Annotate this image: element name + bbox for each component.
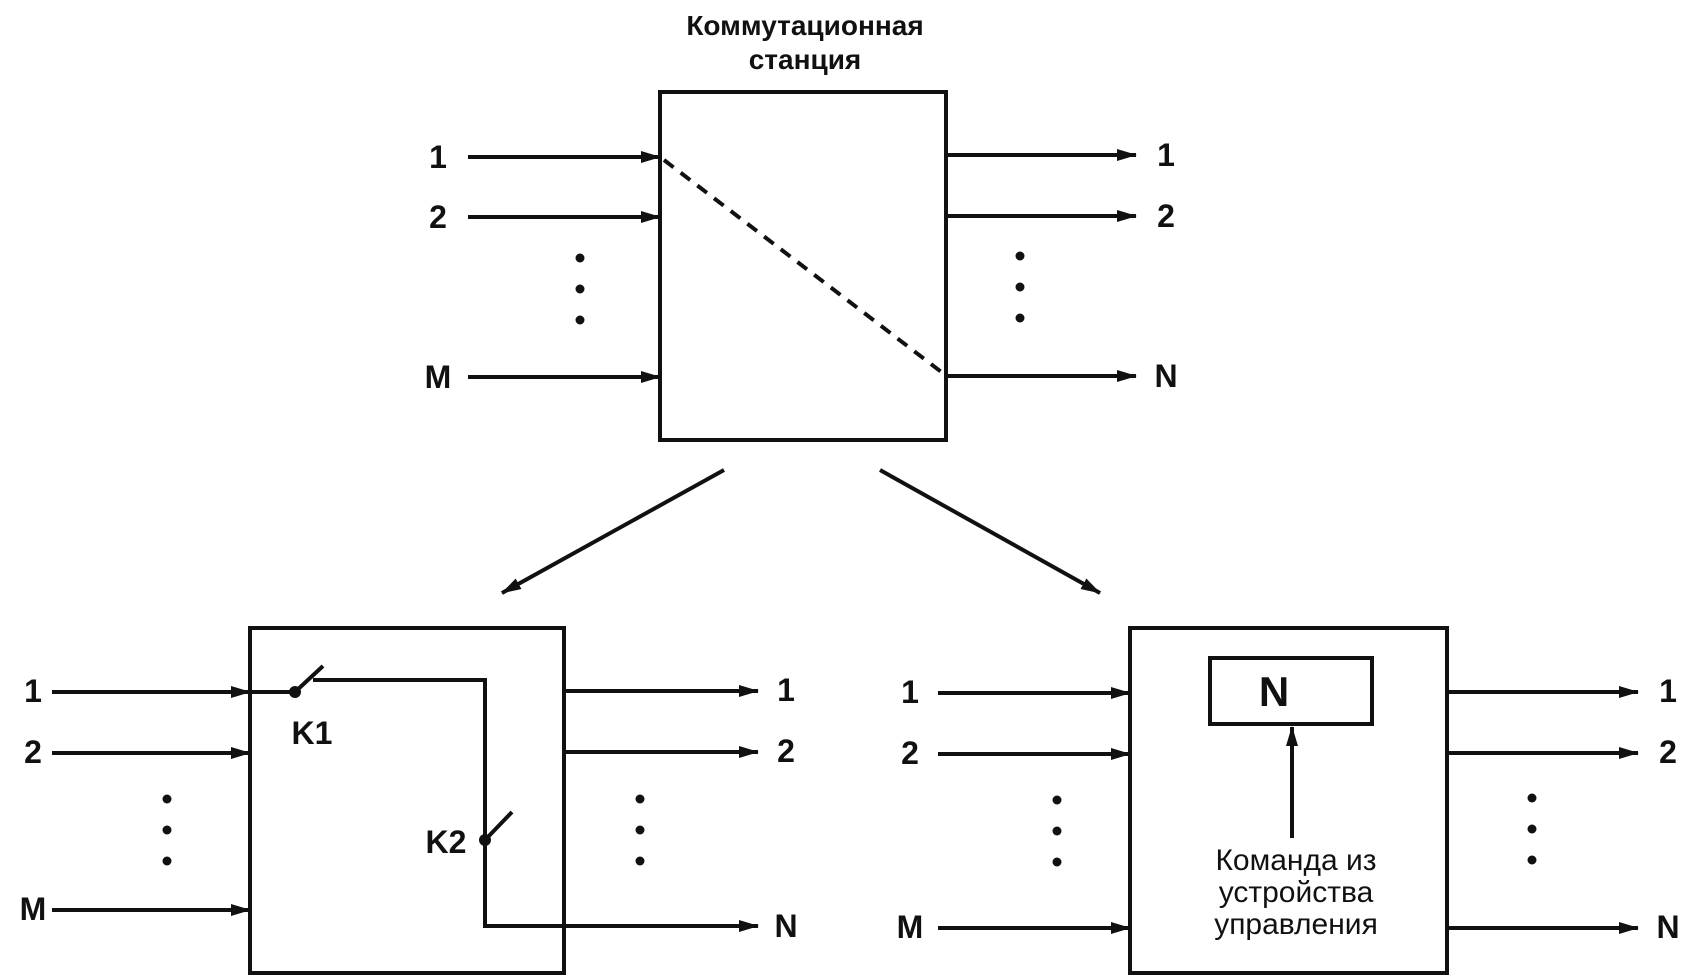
station-title-line2: станция — [749, 44, 862, 75]
left-internal-wire — [313, 678, 487, 840]
left-input-label-2: 2 — [24, 734, 42, 770]
station-title-line1: Коммутационная — [686, 10, 923, 41]
register-box — [1208, 656, 1374, 726]
left-input-ellipsis-dot — [162, 794, 172, 804]
station-input-label-1: 1 — [429, 139, 447, 175]
left-output-ellipsis-dot — [635, 825, 645, 835]
contact-k1-blade — [293, 664, 325, 694]
register-value: N — [1259, 668, 1289, 715]
right-output-label-1: 1 — [1659, 673, 1677, 709]
station-output-ellipsis-dot — [1015, 313, 1025, 323]
command-text-line1: Команда из — [1215, 844, 1376, 877]
station-output-ellipsis-dot — [1015, 251, 1025, 261]
right-input-label-m: M — [897, 909, 924, 945]
station-output-label-1: 1 — [1157, 137, 1175, 173]
left-switch: 1 2 M K1 K2 1 2 N — [20, 626, 798, 975]
right-switch: 1 2 M N Команда из устройства управления… — [897, 626, 1680, 975]
right-input-label-2: 2 — [901, 735, 919, 771]
left-output-label-n: N — [774, 908, 797, 944]
command-text-line3: управления — [1214, 908, 1378, 941]
right-input-label-1: 1 — [901, 674, 919, 710]
station-output-label-n: N — [1154, 358, 1177, 394]
station-input-ellipsis-dot — [575, 284, 585, 294]
right-input-ellipsis-dot — [1052, 857, 1062, 867]
left-output-label-1: 1 — [777, 672, 795, 708]
station-input-ellipsis-dot — [575, 253, 585, 263]
contact-k1-label: K1 — [292, 715, 333, 751]
left-output-ellipsis-dot — [635, 856, 645, 866]
arrow-to-right-switch — [879, 468, 1101, 595]
top-station: Коммутационная станция 1 2 M 1 2 N — [425, 10, 1178, 442]
right-output-label-2: 2 — [1659, 734, 1677, 770]
left-output-label-2: 2 — [777, 733, 795, 769]
station-input-label-m: M — [425, 359, 452, 395]
left-output-ellipsis-dot — [635, 794, 645, 804]
left-input-label-m: M — [20, 891, 47, 927]
contact-k2-blade — [483, 810, 514, 842]
right-output-ellipsis-dot — [1527, 855, 1537, 865]
station-output-ellipsis-dot — [1015, 282, 1025, 292]
right-input-ellipsis-dot — [1052, 795, 1062, 805]
station-dashed-connection — [662, 158, 946, 376]
contact-k2-label: K2 — [426, 824, 467, 860]
station-output-label-2: 2 — [1157, 198, 1175, 234]
command-text-line2: устройства — [1219, 876, 1374, 909]
station-input-ellipsis-dot — [575, 315, 585, 325]
left-input-ellipsis-dot — [162, 825, 172, 835]
left-input-label-1: 1 — [24, 673, 42, 709]
right-output-label-n: N — [1656, 909, 1679, 945]
station-input-label-2: 2 — [429, 199, 447, 235]
right-output-ellipsis-dot — [1527, 824, 1537, 834]
right-output-ellipsis-dot — [1527, 793, 1537, 803]
left-switch-box — [248, 626, 566, 975]
arrow-to-left-switch — [501, 468, 725, 595]
right-input-ellipsis-dot — [1052, 826, 1062, 836]
left-internal-wire — [483, 840, 564, 928]
left-input-ellipsis-dot — [162, 856, 172, 866]
